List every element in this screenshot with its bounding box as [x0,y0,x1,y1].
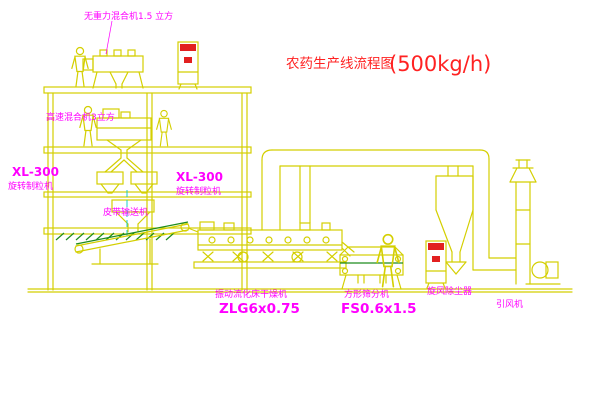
label-belt-conveyor: 皮带输送机 [103,206,148,218]
label-granulator-right-model: XL-300 [176,170,223,184]
label-high-speed-mixer: 高速混合机3立方 [46,111,115,123]
buffer-hopper [111,199,155,233]
person-floor2-right [156,109,172,147]
square-sieve [339,246,404,290]
person-roof [71,46,89,88]
label-sieve-model: FS0.6x1.5 [341,301,416,317]
label-fan: 引风机 [496,298,523,310]
label-granulator-right-name: 旋转制粒机 [176,185,221,197]
conveyor-belt-line [75,221,189,245]
foundation-hatch [55,232,175,241]
granulator-right [130,171,158,194]
exhaust-duct [261,149,517,271]
feed-splitter [104,157,144,173]
control-cabinet-roof [177,41,199,90]
diagram-title: 农药生产线流程图 [286,56,394,72]
cyclone-separator [435,165,474,275]
label-granulator-left-model: XL-300 [12,165,59,179]
zero-gravity-mixer [82,49,144,89]
high-speed-mixer [96,108,152,159]
label-dryer-model: ZLG6x0.75 [219,301,300,317]
belt-conveyor [74,222,199,265]
ground-line [27,288,573,293]
granulator-left [96,171,124,194]
label-dryer-name: 振动流化床干燥机 [215,288,287,300]
induced-draft-fan [509,159,561,285]
label-zero-gravity-mixer: 无重力混合机1.5 立方 [84,10,173,22]
label-leader [105,20,113,55]
building-frame [43,86,252,291]
fluid-bed-dryer [193,221,355,269]
label-granulator-left-name: 旋转制粒机 [8,180,53,192]
label-cyclone: 旋风除尘器 [427,285,472,297]
label-sieve-name: 方形筛分机 [344,288,389,300]
diagram-capacity: (500kg/h) [389,52,491,76]
control-cabinet-ground [425,240,447,289]
